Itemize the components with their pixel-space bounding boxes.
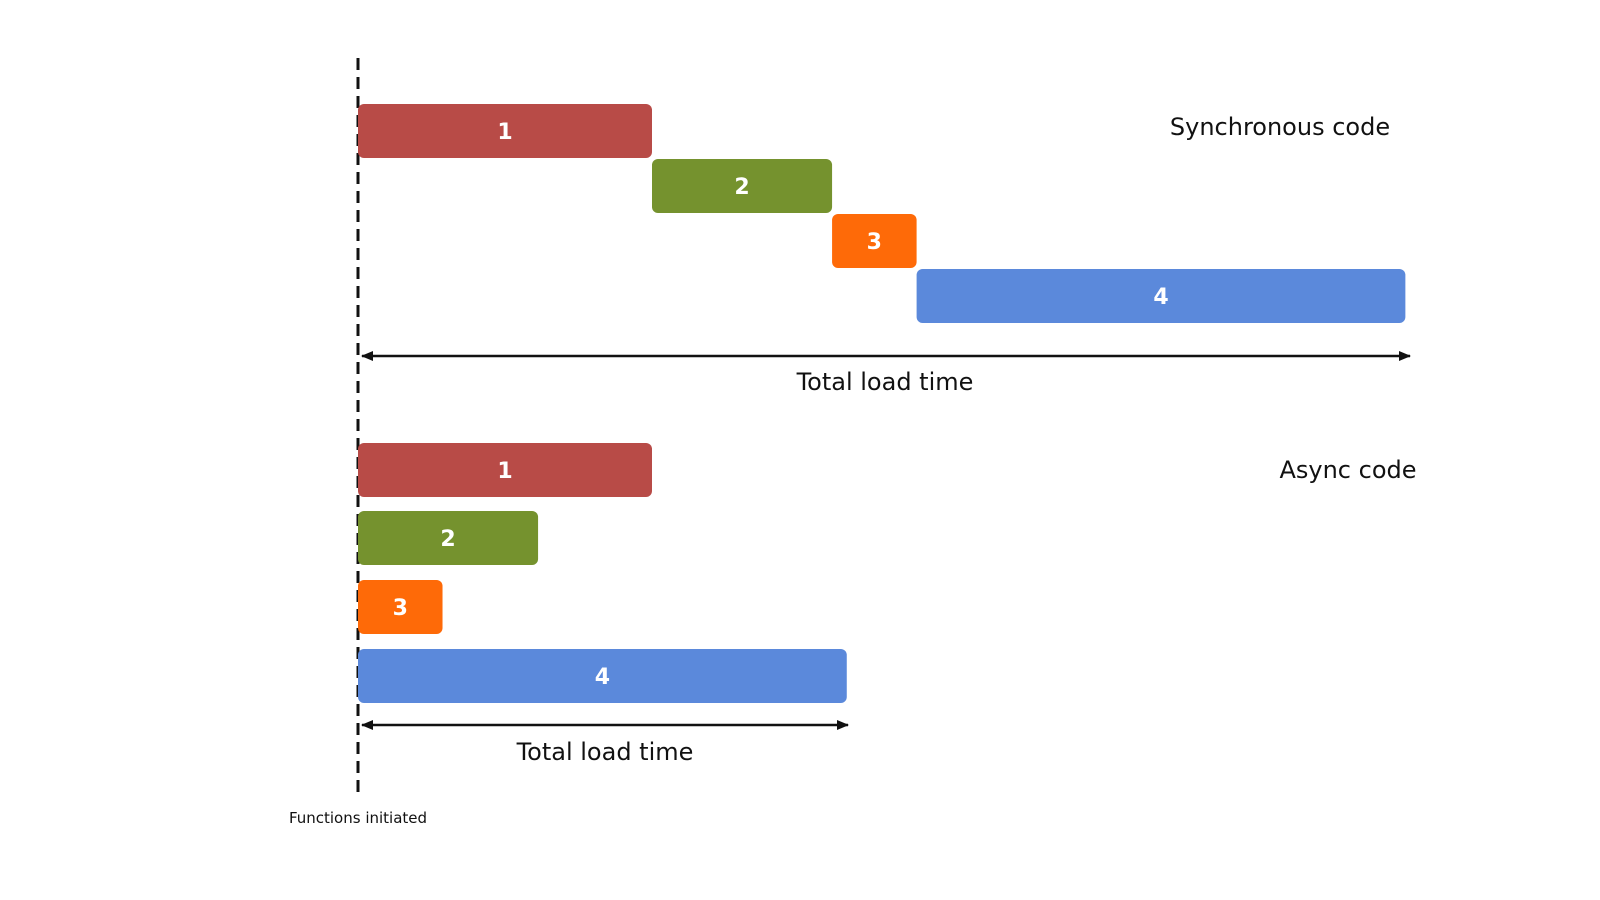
- synchronous-title: Synchronous code: [1170, 113, 1390, 141]
- async-task-4-bar: [358, 649, 847, 703]
- synchronous-task-bars: 1 2 3 4: [358, 104, 1406, 323]
- synchronous-task-1-label: 1: [497, 120, 512, 145]
- async-task-1-label: 1: [497, 459, 512, 484]
- synchronous-task-3-bar: [832, 214, 917, 268]
- async-task-bars: 1 2 3 4: [358, 443, 847, 703]
- async-total-label: Total load time: [516, 738, 694, 766]
- async-task-2-bar: [358, 511, 539, 565]
- synchronous-task-2-label: 2: [734, 175, 749, 200]
- synchronous-task-4-label: 4: [1153, 285, 1168, 310]
- async-task-3-label: 3: [393, 596, 408, 621]
- async-task-2-label: 2: [440, 527, 455, 552]
- async-title: Async code: [1279, 456, 1416, 484]
- synchronous-task-4-bar: [916, 269, 1406, 323]
- async-task-4-label: 4: [595, 665, 610, 690]
- synchronous-task-2-bar: [652, 159, 833, 213]
- async-task-1-bar: [358, 443, 652, 497]
- synchronous-task-3-label: 3: [867, 230, 882, 255]
- synchronous-total-label: Total load time: [796, 368, 974, 396]
- synchronous-task-1-bar: [358, 104, 652, 158]
- async-task-3-bar: [358, 580, 443, 634]
- start-marker-label: Functions initiated: [289, 809, 427, 827]
